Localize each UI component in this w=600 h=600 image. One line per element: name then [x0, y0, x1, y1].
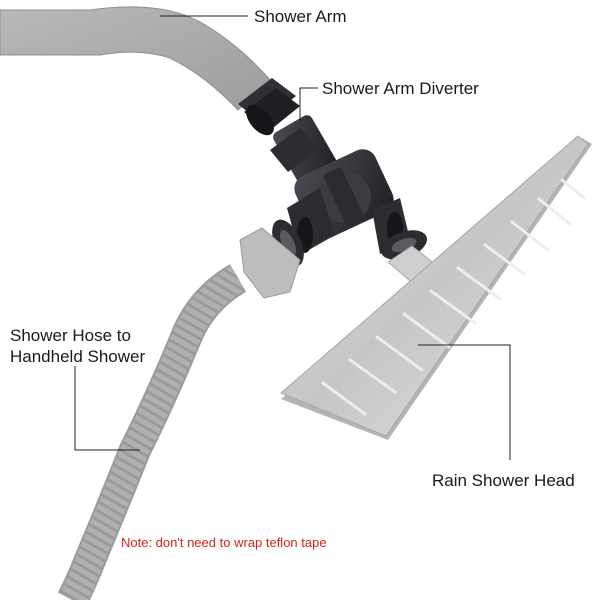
shower-hose-label-line1: Shower Hose to	[10, 326, 131, 345]
shower-arm-label: Shower Arm	[254, 7, 347, 26]
leader-rain-head	[418, 344, 511, 460]
nozzle-grid	[321, 178, 586, 416]
shower-hose-label: Shower Hose to Handheld Shower	[10, 325, 145, 367]
teflon-note: Note: don't need to wrap teflon tape	[121, 535, 327, 550]
hose-nut	[239, 227, 301, 299]
leader-diverter	[299, 87, 318, 120]
shower-arm	[0, 6, 273, 111]
diverter-label: Shower Arm Diverter	[322, 79, 479, 98]
leader-hose	[74, 366, 140, 451]
rain-shower-head-label: Rain Shower Head	[432, 471, 575, 490]
shower-hose-label-line2: Handheld Shower	[10, 347, 146, 366]
leader-lines	[74, 15, 511, 460]
rain-shower-head	[280, 135, 592, 440]
shower-arm-nut	[238, 78, 300, 136]
